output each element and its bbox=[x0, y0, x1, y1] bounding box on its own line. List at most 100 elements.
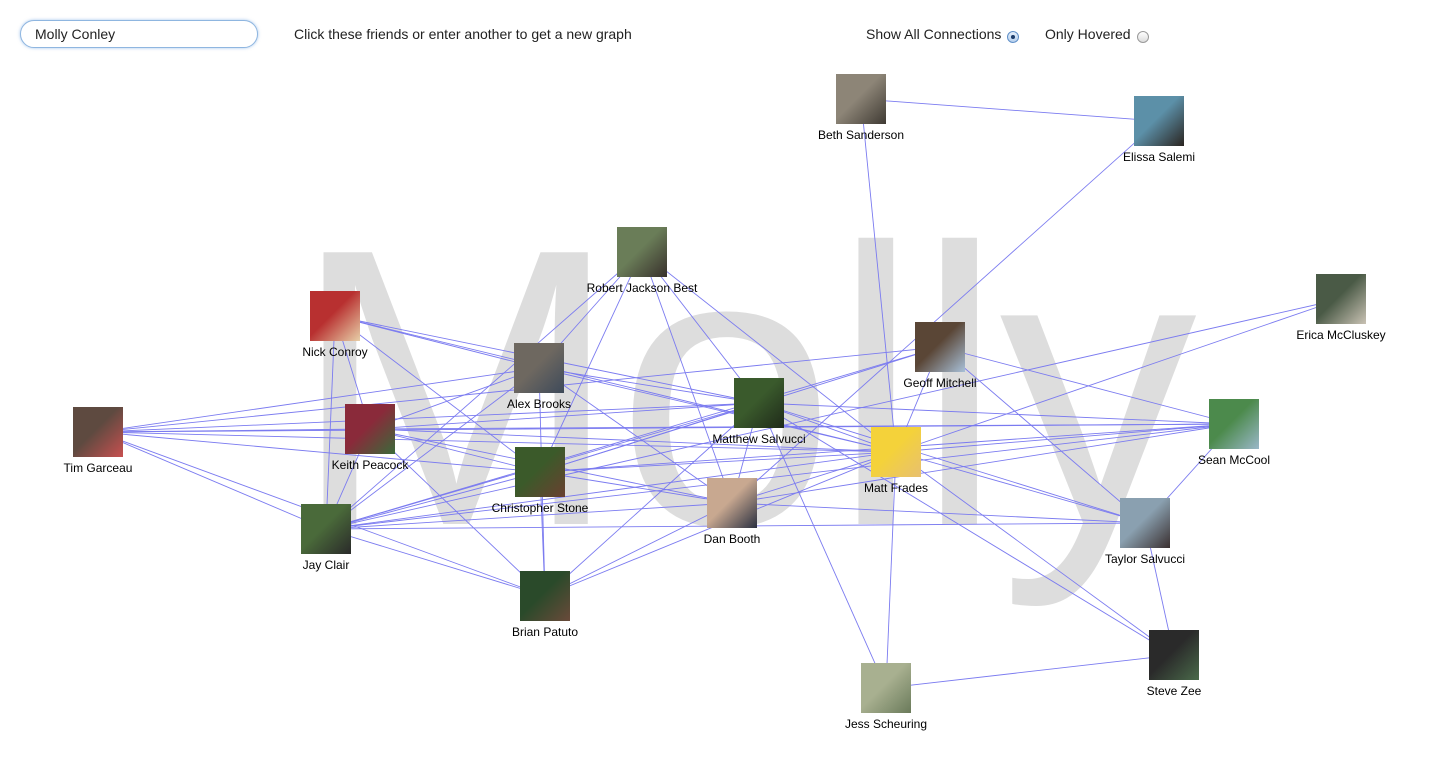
friend-photo[interactable] bbox=[871, 427, 921, 477]
friend-name-label: Erica McCluskey bbox=[1296, 328, 1386, 342]
connection-line bbox=[539, 402, 760, 473]
connection-line bbox=[731, 502, 1146, 524]
friend-name-label: Taylor Salvucci bbox=[1104, 552, 1186, 566]
connection-line bbox=[325, 251, 643, 530]
friend-photo[interactable] bbox=[520, 571, 570, 621]
connection-line bbox=[758, 402, 1146, 524]
friend-node-dan[interactable]: Dan Booth bbox=[657, 478, 807, 546]
connection-line bbox=[325, 502, 733, 530]
friend-name-label: Jay Clair bbox=[302, 558, 350, 572]
connection-line bbox=[895, 451, 1146, 524]
friend-photo[interactable] bbox=[1149, 630, 1199, 680]
friend-node-robert[interactable]: Robert Jackson Best bbox=[567, 227, 717, 295]
connection-line bbox=[758, 402, 1175, 656]
friend-photo[interactable] bbox=[915, 322, 965, 372]
only-hovered-radio[interactable] bbox=[1136, 31, 1149, 43]
show-all-connections-option[interactable]: Show All Connections bbox=[866, 26, 1020, 43]
show-all-connections-label: Show All Connections bbox=[866, 26, 1002, 42]
friend-photo[interactable] bbox=[617, 227, 667, 277]
friend-name-label: Geoff Mitchell bbox=[903, 376, 977, 390]
friend-node-tim[interactable]: Tim Garceau bbox=[23, 407, 173, 475]
hint-text: Click these friends or enter another to … bbox=[294, 26, 632, 42]
connection-line bbox=[97, 431, 897, 453]
only-hovered-option[interactable]: Only Hovered bbox=[1045, 26, 1149, 43]
connection-line bbox=[97, 431, 327, 530]
connection-line bbox=[97, 402, 760, 433]
connection-line bbox=[97, 431, 541, 473]
friend-node-brian[interactable]: Brian Patuto bbox=[470, 571, 620, 639]
connection-line bbox=[939, 346, 1146, 524]
connection-line bbox=[325, 423, 1235, 530]
friend-node-nick[interactable]: Nick Conroy bbox=[260, 291, 410, 359]
friend-node-christopher[interactable]: Christopher Stone bbox=[465, 447, 615, 515]
friend-photo[interactable] bbox=[73, 407, 123, 457]
friend-photo[interactable] bbox=[836, 74, 886, 124]
top-bar: Click these friends or enter another to … bbox=[0, 0, 1439, 70]
friend-name-label: Sean McCool bbox=[1197, 453, 1271, 467]
friend-node-geoff[interactable]: Geoff Mitchell bbox=[865, 322, 1015, 390]
friend-photo[interactable] bbox=[345, 404, 395, 454]
friend-name-label: Matthew Salvucci bbox=[712, 432, 806, 446]
connection-line bbox=[885, 451, 897, 689]
connection-line bbox=[325, 315, 336, 530]
friend-node-mattf[interactable]: Matt Frades bbox=[821, 427, 971, 495]
friend-name-label: Steve Zee bbox=[1146, 684, 1202, 698]
connection-line bbox=[539, 251, 643, 473]
friend-node-steve[interactable]: Steve Zee bbox=[1099, 630, 1249, 698]
friend-name-label: Jess Scheuring bbox=[844, 717, 928, 731]
connection-line bbox=[538, 367, 760, 404]
friend-node-alex[interactable]: Alex Brooks bbox=[464, 343, 614, 411]
connection-line bbox=[860, 98, 1160, 122]
friend-name-label: Keith Peacock bbox=[331, 458, 409, 472]
connection-line bbox=[731, 120, 1160, 504]
friend-node-taylor[interactable]: Taylor Salvucci bbox=[1070, 498, 1220, 566]
friend-name-label: Elissa Salemi bbox=[1122, 150, 1196, 164]
friend-node-keith[interactable]: Keith Peacock bbox=[295, 404, 445, 472]
friend-name-label: Beth Sanderson bbox=[817, 128, 905, 142]
friend-photo[interactable] bbox=[301, 504, 351, 554]
friend-photo[interactable] bbox=[1209, 399, 1259, 449]
friend-node-elissa[interactable]: Elissa Salemi bbox=[1084, 96, 1234, 164]
connection-line bbox=[325, 471, 541, 530]
friend-search-input[interactable] bbox=[20, 20, 258, 48]
friend-photo[interactable] bbox=[514, 343, 564, 393]
friend-photo[interactable] bbox=[1120, 498, 1170, 548]
connection-line bbox=[369, 423, 1235, 430]
connection-line bbox=[539, 471, 733, 504]
friend-photo[interactable] bbox=[515, 447, 565, 497]
friend-node-jay[interactable]: Jay Clair bbox=[251, 504, 401, 572]
friend-photo[interactable] bbox=[1134, 96, 1184, 146]
friend-node-beth[interactable]: Beth Sanderson bbox=[786, 74, 936, 142]
show-all-connections-radio[interactable] bbox=[1007, 31, 1020, 43]
connection-line bbox=[369, 428, 546, 597]
connection-line bbox=[544, 502, 733, 597]
connection-line bbox=[641, 251, 897, 453]
friend-name-label: Matt Frades bbox=[863, 481, 929, 495]
connection-line bbox=[369, 402, 760, 430]
connection-line bbox=[758, 402, 1235, 425]
friend-photo[interactable] bbox=[1316, 274, 1366, 324]
connection-line bbox=[641, 251, 760, 404]
friend-name-label: Nick Conroy bbox=[302, 345, 368, 359]
friend-node-sean[interactable]: Sean McCool bbox=[1159, 399, 1309, 467]
friend-name-label: Alex Brooks bbox=[506, 397, 572, 411]
connection-line bbox=[758, 402, 887, 689]
connection-line bbox=[97, 367, 540, 433]
connection-line bbox=[895, 451, 1175, 656]
connection-line bbox=[731, 451, 897, 504]
connection-line bbox=[860, 98, 897, 453]
friend-node-erica[interactable]: Erica McCluskey bbox=[1266, 274, 1416, 342]
friend-photo[interactable] bbox=[707, 478, 757, 528]
friend-node-jess[interactable]: Jess Scheuring bbox=[811, 663, 961, 731]
friend-name-label: Christopher Stone bbox=[491, 501, 589, 515]
friend-name-label: Dan Booth bbox=[703, 532, 761, 546]
connection-line bbox=[325, 346, 941, 530]
friend-node-matthew[interactable]: Matthew Salvucci bbox=[684, 378, 834, 446]
connection-line bbox=[369, 428, 541, 473]
friend-photo[interactable] bbox=[734, 378, 784, 428]
connection-line bbox=[325, 451, 897, 530]
friend-photo[interactable] bbox=[310, 291, 360, 341]
friend-photo[interactable] bbox=[861, 663, 911, 713]
